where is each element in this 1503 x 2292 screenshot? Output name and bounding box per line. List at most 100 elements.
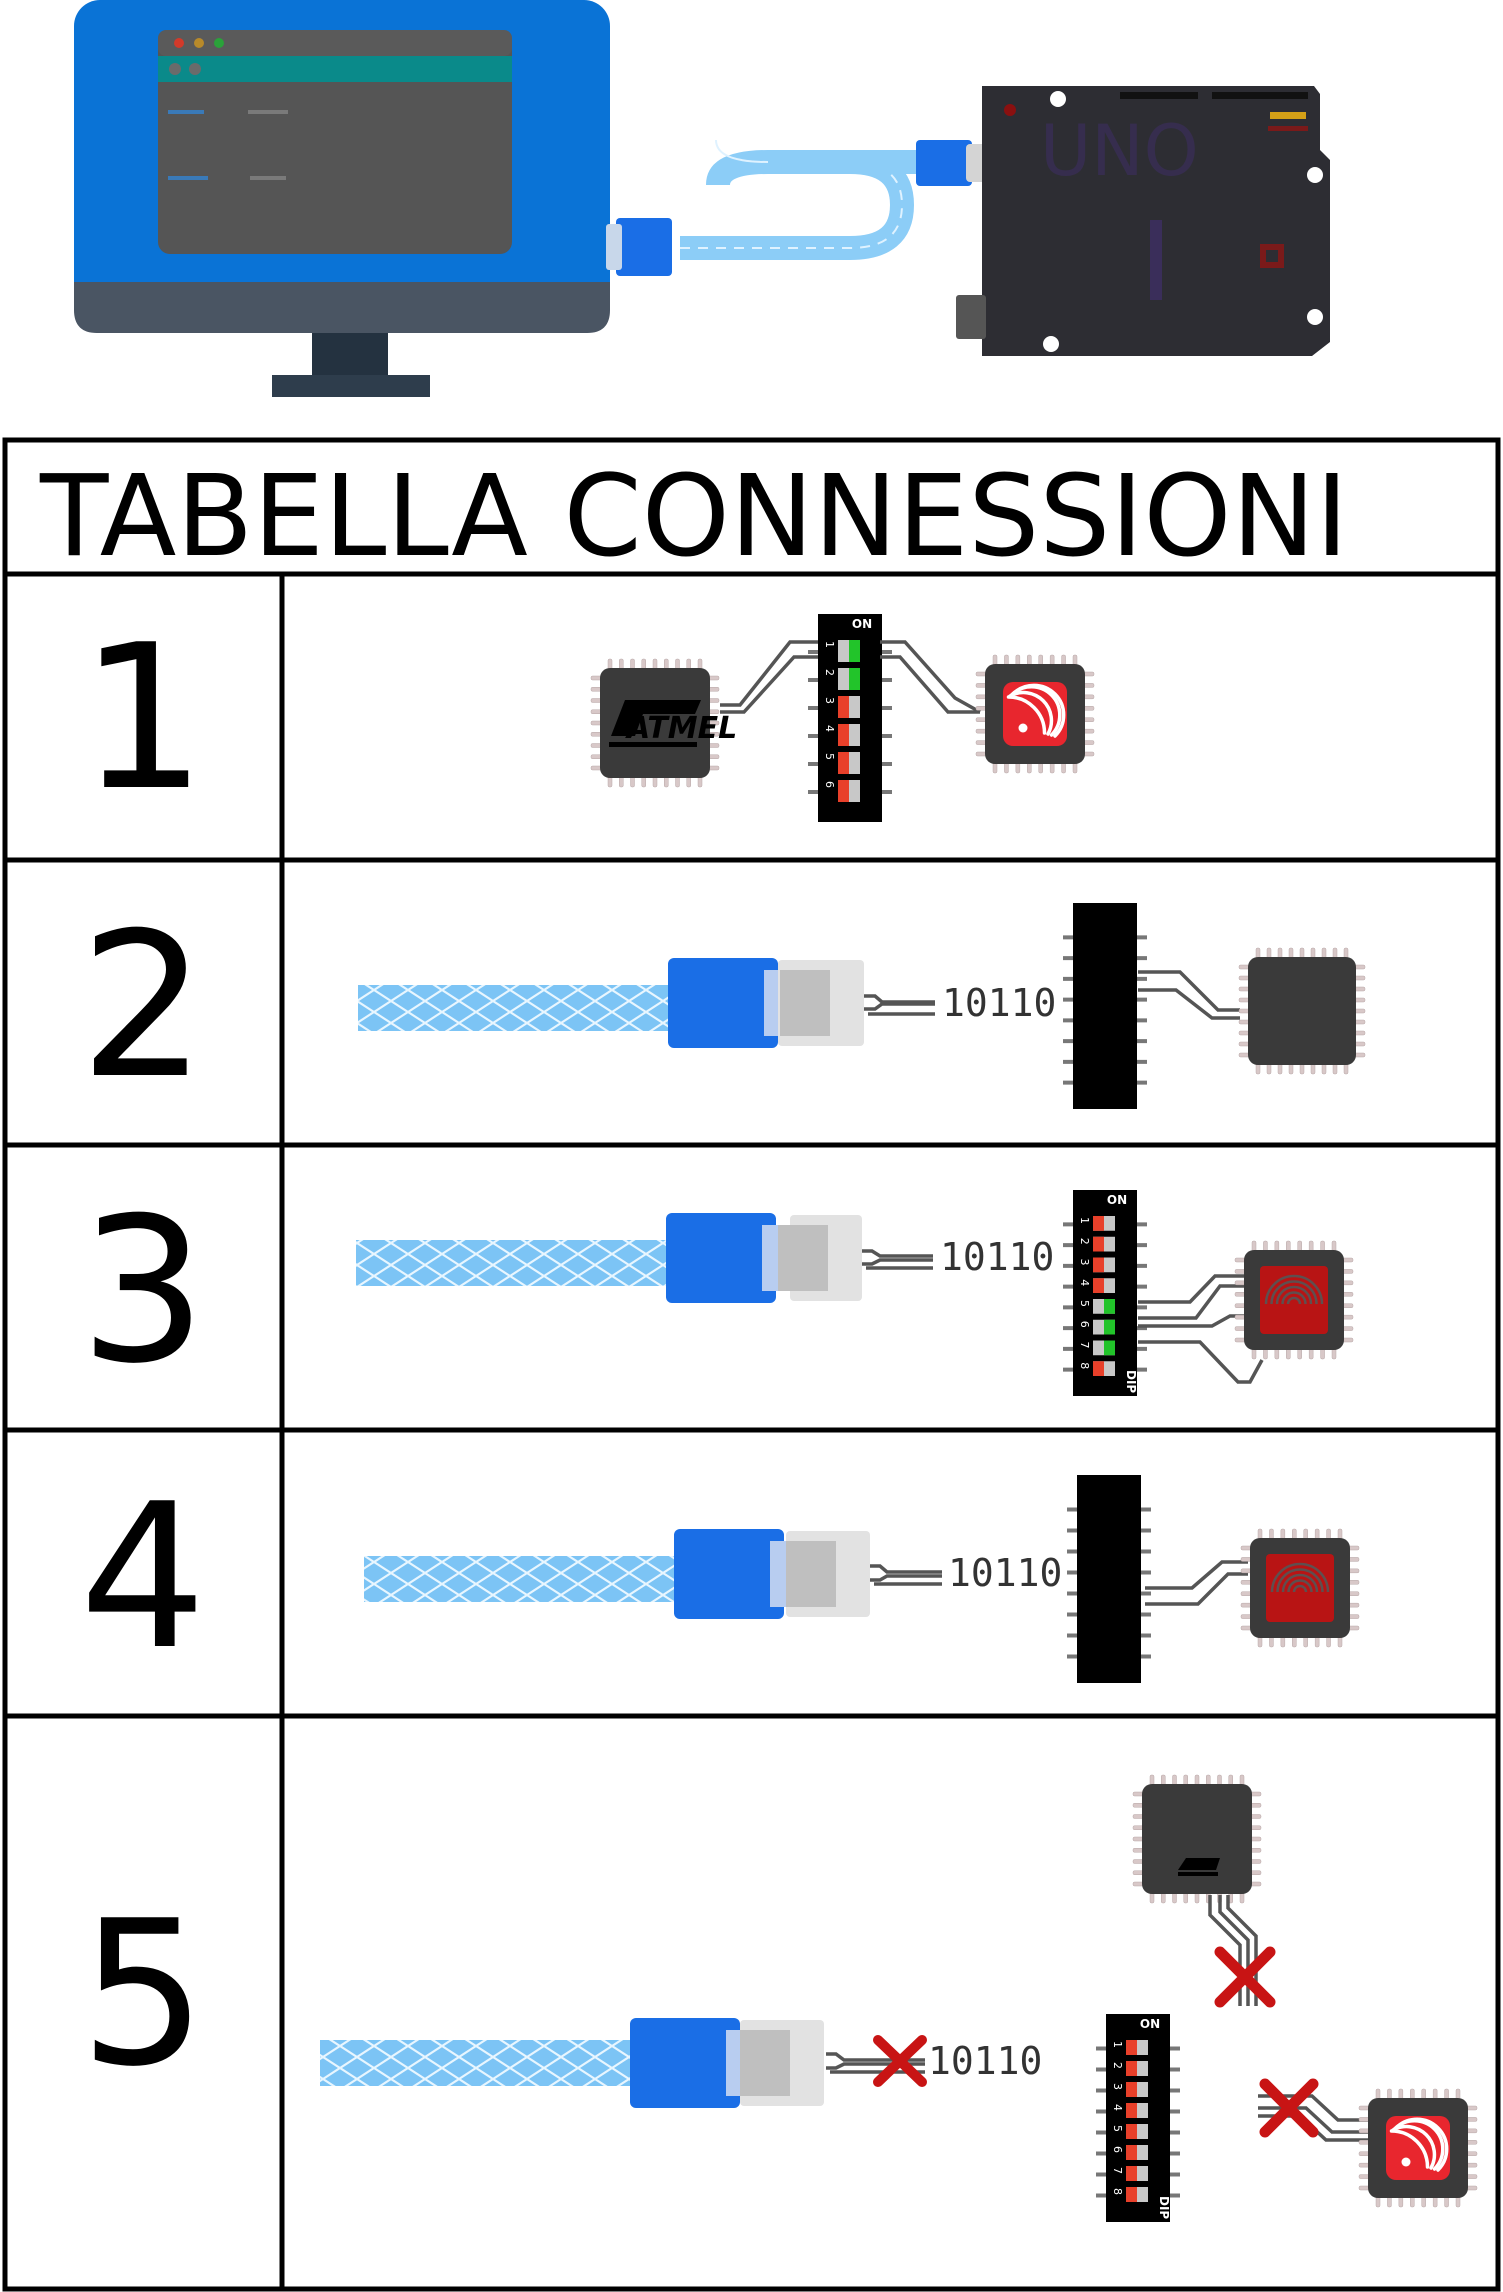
dip-switch-number: 4 [823, 725, 836, 732]
connection-table [2, 437, 1501, 2292]
fingerprint-chip-icon [1240, 1528, 1360, 1648]
row-number-1: 1 [79, 602, 206, 835]
dip-switch-toggle [1126, 2061, 1137, 2076]
atmel-logo: ATMEL [609, 700, 737, 747]
header-body [1063, 903, 1147, 1109]
dip-switch-number: 1 [1111, 2041, 1124, 2048]
usb-cable-braid [320, 2040, 654, 2086]
dip-switch-toggle [849, 640, 860, 662]
dip-switch-toggle [1126, 2145, 1137, 2160]
mcu-chip-body [1238, 947, 1366, 1075]
chip-header [1063, 903, 1147, 1109]
atmel-chip-body [590, 658, 720, 788]
dip-switch-toggle [1126, 2166, 1137, 2181]
dip-switch-toggle [1093, 1216, 1104, 1231]
dip-switch-toggle [1126, 2103, 1137, 2118]
dip-switch-number: 2 [823, 669, 836, 676]
dip-switch-number: 3 [1111, 2083, 1124, 2090]
usb-connector [630, 2018, 824, 2108]
usb-connector [674, 1529, 870, 1619]
dip-switch-number: 8 [1111, 2188, 1124, 2195]
dip-switch-toggle [1104, 1340, 1115, 1356]
dip-switch-toggle [1104, 1319, 1115, 1335]
chip-header [1067, 1475, 1151, 1683]
dip-switch-number: 7 [1078, 1342, 1091, 1349]
dip-switch-toggle [1126, 2124, 1137, 2139]
atmel-logo-text: ATMEL [625, 711, 737, 746]
dip-label: DIP [1124, 1370, 1138, 1393]
row-number-2: 2 [79, 890, 206, 1123]
row-number-4: 4 [79, 1461, 206, 1694]
arduino-board-icon: UNO [956, 86, 1330, 356]
atmel-chip-icon: ATMEL [590, 658, 737, 788]
espressif-logo [1386, 2116, 1450, 2180]
usb-connector [666, 1213, 862, 1303]
dip-switch-number: 6 [823, 781, 836, 788]
dip-switch-body: ON DIP 1 2 3 4 5 6 7 8 [1096, 2014, 1180, 2222]
dip-switch-number: 4 [1111, 2104, 1124, 2111]
dip-switch-toggle [838, 724, 849, 746]
dip-switch-toggle [1104, 1299, 1115, 1314]
dip-switch-toggle [1093, 1278, 1104, 1293]
dip-on-label: ON [1107, 1193, 1127, 1207]
dip-label: DIP [1157, 2196, 1171, 2219]
dip-switch-number: 1 [823, 641, 836, 648]
monitor-screen-window [158, 30, 512, 254]
dip-switch-toggle [849, 668, 860, 690]
dip-on-label: ON [852, 617, 872, 631]
dip-on-label: ON [1140, 2017, 1160, 2031]
dip-switch-toggle [838, 780, 849, 802]
usb-cable-braid [364, 1556, 698, 1602]
dip-switch-number: 7 [1111, 2167, 1124, 2174]
atmel-chip-body [1132, 1774, 1262, 1904]
dip-switch-number: 5 [823, 753, 836, 760]
data-bits-label: 10110 [928, 2039, 1042, 2083]
data-bits-label: 10110 [942, 981, 1056, 1025]
cross-icon [1214, 1946, 1276, 2008]
usb-cable-braid [358, 985, 692, 1031]
dip-switch-toggle [1126, 2187, 1137, 2202]
cross-icon [1259, 2078, 1319, 2138]
fingerprint-chip-icon [1234, 1240, 1354, 1360]
dip-switch-toggle [838, 752, 849, 774]
cross-icon [873, 2035, 927, 2087]
dip-switch-icon: ON DIP 1 2 3 4 5 6 7 8 [1096, 2014, 1180, 2222]
atmel-logo-partial [1178, 1858, 1220, 1876]
esp-chip-icon [975, 654, 1095, 774]
dip-switch-number: 3 [1078, 1259, 1091, 1266]
header-body [1067, 1475, 1151, 1683]
dip-switch-toggle [1126, 2040, 1137, 2055]
svg-text:UNO: UNO [1040, 110, 1199, 192]
dip-switch-number: 2 [1111, 2062, 1124, 2069]
fingerprint-logo [1260, 1266, 1328, 1334]
row-4-diagram: 10110 [364, 1475, 1360, 1683]
espressif-logo [1003, 682, 1067, 746]
dip-switch-number: 8 [1078, 1362, 1091, 1369]
dip-switch-number: 5 [1078, 1300, 1091, 1307]
row-5-diagram: 10110 ON DIP 1 2 3 4 5 6 7 8 [320, 1774, 1478, 2222]
usb-cable-icon [606, 139, 998, 276]
computer-monitor [74, 0, 610, 397]
dip-switch-number: 6 [1078, 1321, 1091, 1328]
dip-switch-toggle [1093, 1236, 1104, 1252]
row-2-diagram: 10110 [358, 903, 1366, 1109]
row-number-3: 3 [79, 1175, 206, 1408]
esp-chip-icon [1358, 2088, 1478, 2208]
dip-switch-number: 6 [1111, 2146, 1124, 2153]
table-title: TABELLA CONNESSIONI [39, 452, 1348, 582]
mcu-chip-icon [1238, 947, 1366, 1075]
fingerprint-logo [1266, 1554, 1334, 1622]
dip-switch-number: 4 [1078, 1279, 1091, 1286]
dip-switch-number: 5 [1111, 2125, 1124, 2132]
dip-switch-toggle [1093, 1361, 1104, 1376]
row-number-5: 5 [79, 1878, 206, 2111]
dip-switch-number: 2 [1078, 1238, 1091, 1245]
data-bits-label: 10110 [940, 1235, 1054, 1279]
